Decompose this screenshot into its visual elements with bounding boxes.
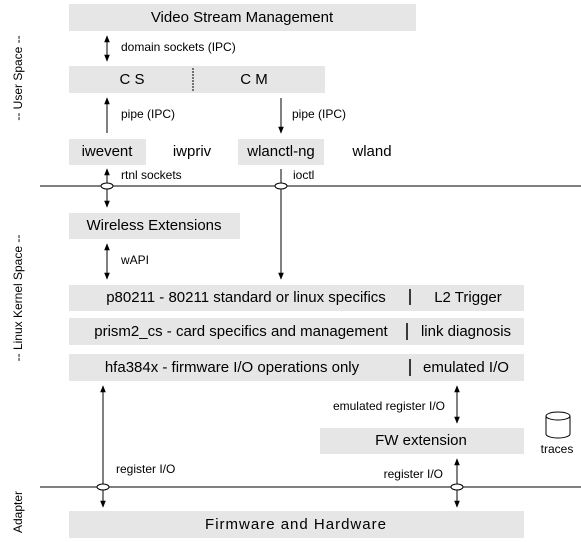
pipe-right-label: pipe (IPC) — [292, 107, 346, 121]
prism2-label: prism2_cs - card specifics and managemen… — [94, 323, 388, 340]
crossing-rtnl — [100, 182, 114, 190]
box-video-stream: Video Stream Management — [69, 4, 416, 31]
kernel-space-label: -- Linux Kernel Space -- — [11, 235, 25, 362]
traces-database-icon — [545, 411, 571, 439]
wland-label: wland — [351, 143, 391, 160]
emulated-io-label: emulated I/O — [423, 359, 509, 376]
box-p80211: p80211 - 80211 standard or linux specifi… — [69, 285, 524, 311]
reg-left-label: register I/O — [116, 462, 175, 476]
iwpriv-label: iwpriv — [173, 143, 212, 160]
wireless-ext-label: Wireless Extensions — [86, 217, 221, 234]
link-diag-label: link diagnosis — [421, 323, 511, 340]
box-wland: wland — [330, 139, 414, 165]
cm-label: C M — [240, 71, 268, 88]
iwevent-label: iwevent — [82, 143, 134, 160]
box-cs-cm: C S C M — [69, 66, 325, 93]
box-fw-extension: FW extension — [320, 428, 524, 454]
box-wireless-extensions: Wireless Extensions — [69, 213, 240, 239]
ioctl-label: ioctl — [293, 168, 314, 182]
pipe-left-label: pipe (IPC) — [121, 107, 175, 121]
crossing-reg-right — [450, 483, 464, 491]
wapi-label: wAPI — [120, 253, 149, 267]
p80211-label: p80211 - 80211 standard or linux specifi… — [106, 289, 386, 306]
box-wlanctl: wlanctl-ng — [238, 139, 324, 165]
firmware-label: Firmware and Hardware — [205, 516, 387, 533]
traces-label: traces — [541, 442, 574, 456]
video-stream-label: Video Stream Management — [151, 9, 334, 26]
box-prism2: prism2_cs - card specifics and managemen… — [69, 318, 524, 345]
hfa384x-label: hfa384x - firmware I/O operations only — [105, 359, 360, 376]
reg-right-label: register I/O — [384, 467, 443, 481]
cs-label: C S — [119, 71, 144, 88]
crossing-ioctl — [274, 182, 288, 190]
emulated-reg-label: emulated register I/O — [333, 399, 445, 413]
l2-trigger-label: L2 Trigger — [434, 289, 502, 306]
box-iwpriv: iwpriv — [152, 139, 232, 165]
wlanctl-label: wlanctl-ng — [246, 143, 315, 160]
rtnl-label: rtnl sockets — [121, 168, 182, 182]
box-iwevent: iwevent — [69, 139, 146, 165]
domain-sockets-label: domain sockets (IPC) — [121, 40, 236, 54]
fw-ext-label: FW extension — [375, 432, 467, 449]
box-firmware-hardware: Firmware and Hardware — [69, 511, 524, 538]
adapter-label: Adapter — [11, 491, 25, 533]
user-space-label: -- User Space -- — [11, 35, 25, 120]
crossing-reg-left — [96, 483, 110, 491]
box-hfa384x: hfa384x - firmware I/O operations only e… — [69, 354, 524, 381]
